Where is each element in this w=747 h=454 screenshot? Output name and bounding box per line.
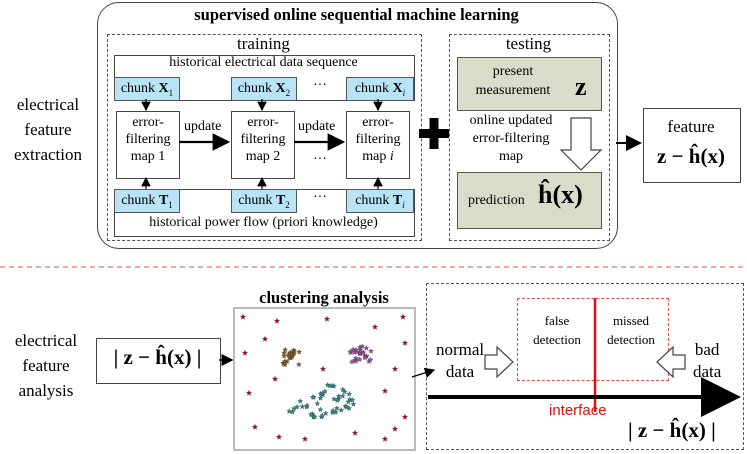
chunk-t2: chunk T2 <box>231 189 297 213</box>
prediction-box <box>457 172 602 229</box>
feature-box <box>643 108 741 183</box>
missed-detection-label: missed detection <box>607 313 655 347</box>
training-title: training <box>237 34 290 53</box>
clustering-title: clustering analysis <box>259 288 389 307</box>
historical-sequence-label: historical electrical data sequence <box>169 55 358 70</box>
update-label-1: update <box>184 119 222 134</box>
chunk-x1: chunk X1 <box>114 77 180 101</box>
input-formula-box <box>96 338 221 384</box>
clustering-plot <box>233 307 416 451</box>
normal-data-label: normal data <box>436 340 485 381</box>
prediction-symbol: ĥ(x) <box>538 180 583 209</box>
axis-formula: | z − ĥ(x) | <box>628 418 716 442</box>
ellipsis-top: ··· <box>313 78 327 93</box>
update-label-2: update <box>298 119 336 134</box>
ellipsis-middle: ··· <box>313 152 327 167</box>
decision-panel <box>426 283 744 450</box>
chunk-x2: chunk X2 <box>231 77 297 101</box>
online-updated-label: online updated error-filtering map <box>469 113 553 164</box>
cluster-scatter-image <box>239 313 409 442</box>
present-measurement-label: present measurement <box>475 64 551 98</box>
input-formula: | z − ĥ(x) | <box>113 345 202 369</box>
extraction-panel <box>97 2 618 249</box>
false-detection-label: false detection <box>533 313 581 347</box>
bad-data-label: bad data <box>693 340 722 381</box>
open-arrow-left-icon <box>656 345 686 379</box>
interface-label: interface <box>549 402 607 419</box>
ellipsis-bottom: ··· <box>313 190 327 205</box>
measurement-symbol: z <box>575 72 587 101</box>
electrical-feature-analysis-label: electrical feature analysis <box>14 331 78 400</box>
plus-icon <box>419 118 449 149</box>
open-arrow-right-icon <box>484 345 514 379</box>
chunk-t1: chunk T1 <box>114 189 180 213</box>
electrical-feature-extraction-label: electrical feature extraction <box>14 95 82 164</box>
prediction-label: prediction <box>468 193 525 208</box>
power-flow-label: historical power flow (priori knowledge) <box>149 215 378 230</box>
uncertainty-region <box>517 298 669 381</box>
feature-label: feature <box>667 117 715 136</box>
open-arrow-down-icon <box>559 117 603 171</box>
present-measurement-box <box>457 57 602 111</box>
chunk-xi: chunk Xi <box>346 77 414 101</box>
panel-title: supervised online sequential machine lea… <box>194 5 519 24</box>
testing-box <box>449 34 610 241</box>
chunk-ti: chunk Ti <box>346 189 414 213</box>
feature-formula: z − ĥ(x) <box>657 144 725 168</box>
testing-title: testing <box>505 34 552 53</box>
